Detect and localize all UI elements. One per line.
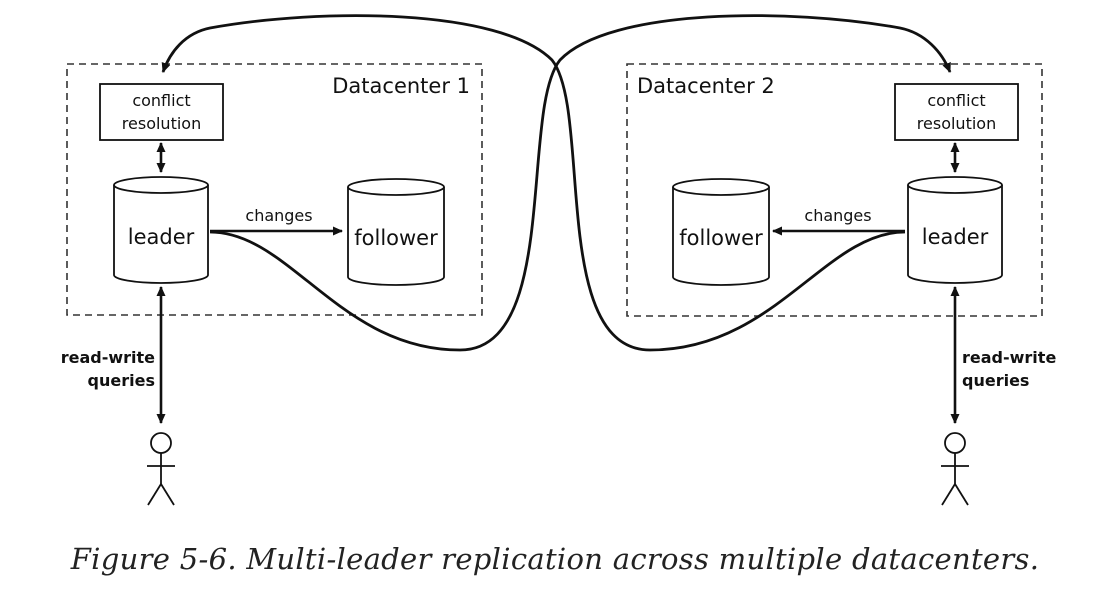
datacenter-2-conflict-label-line1: conflict [927,91,985,110]
datacenter-2-follower-database-icon [672,178,770,286]
datacenter-2-leader-label: leader [922,225,989,249]
datacenter-1-follower-label: follower [354,226,438,250]
figure-caption: Figure 5-6. Multi-leader replication acr… [70,542,1040,576]
replication-curve-dc1-to-dc2 [209,14,952,352]
datacenter-2-boundary [626,63,1043,317]
datacenter-2-conflict-label-line2: resolution [917,114,996,133]
datacenter-2-leader-database-icon [907,176,1003,284]
datacenter-1-changes-label: changes [245,206,312,225]
datacenter-1-conflict-label-line2: resolution [122,114,201,133]
datacenter-1-leader-label: leader [128,225,195,249]
datacenter-2-user-icon [941,432,969,506]
datacenter-2-follower-label: follower [679,226,763,250]
datacenter-1-boundary [66,63,483,316]
datacenter-1-user-icon [147,432,175,506]
datacenter-1-conflict-label-line1: conflict [132,91,190,110]
datacenter-2-title: Datacenter 2 [637,74,775,98]
datacenter-1-conflict-resolution-box [99,83,224,141]
datacenter-1-title: Datacenter 1 [332,74,470,98]
datacenter-2-queries-label-line2: queries [962,371,1029,390]
datacenter-2-queries-label-line1: read-write [962,348,1056,367]
datacenter-1-follower-database-icon [347,178,445,286]
replication-curve-dc2-to-dc1 [161,14,906,352]
datacenter-2-conflict-resolution-box [894,83,1019,141]
datacenter-1-leader-database-icon [113,176,209,284]
datacenter-1-queries-label-line1: read-write [61,348,155,367]
datacenter-2-changes-label: changes [804,206,871,225]
datacenter-1-queries-label-line2: queries [88,371,155,390]
